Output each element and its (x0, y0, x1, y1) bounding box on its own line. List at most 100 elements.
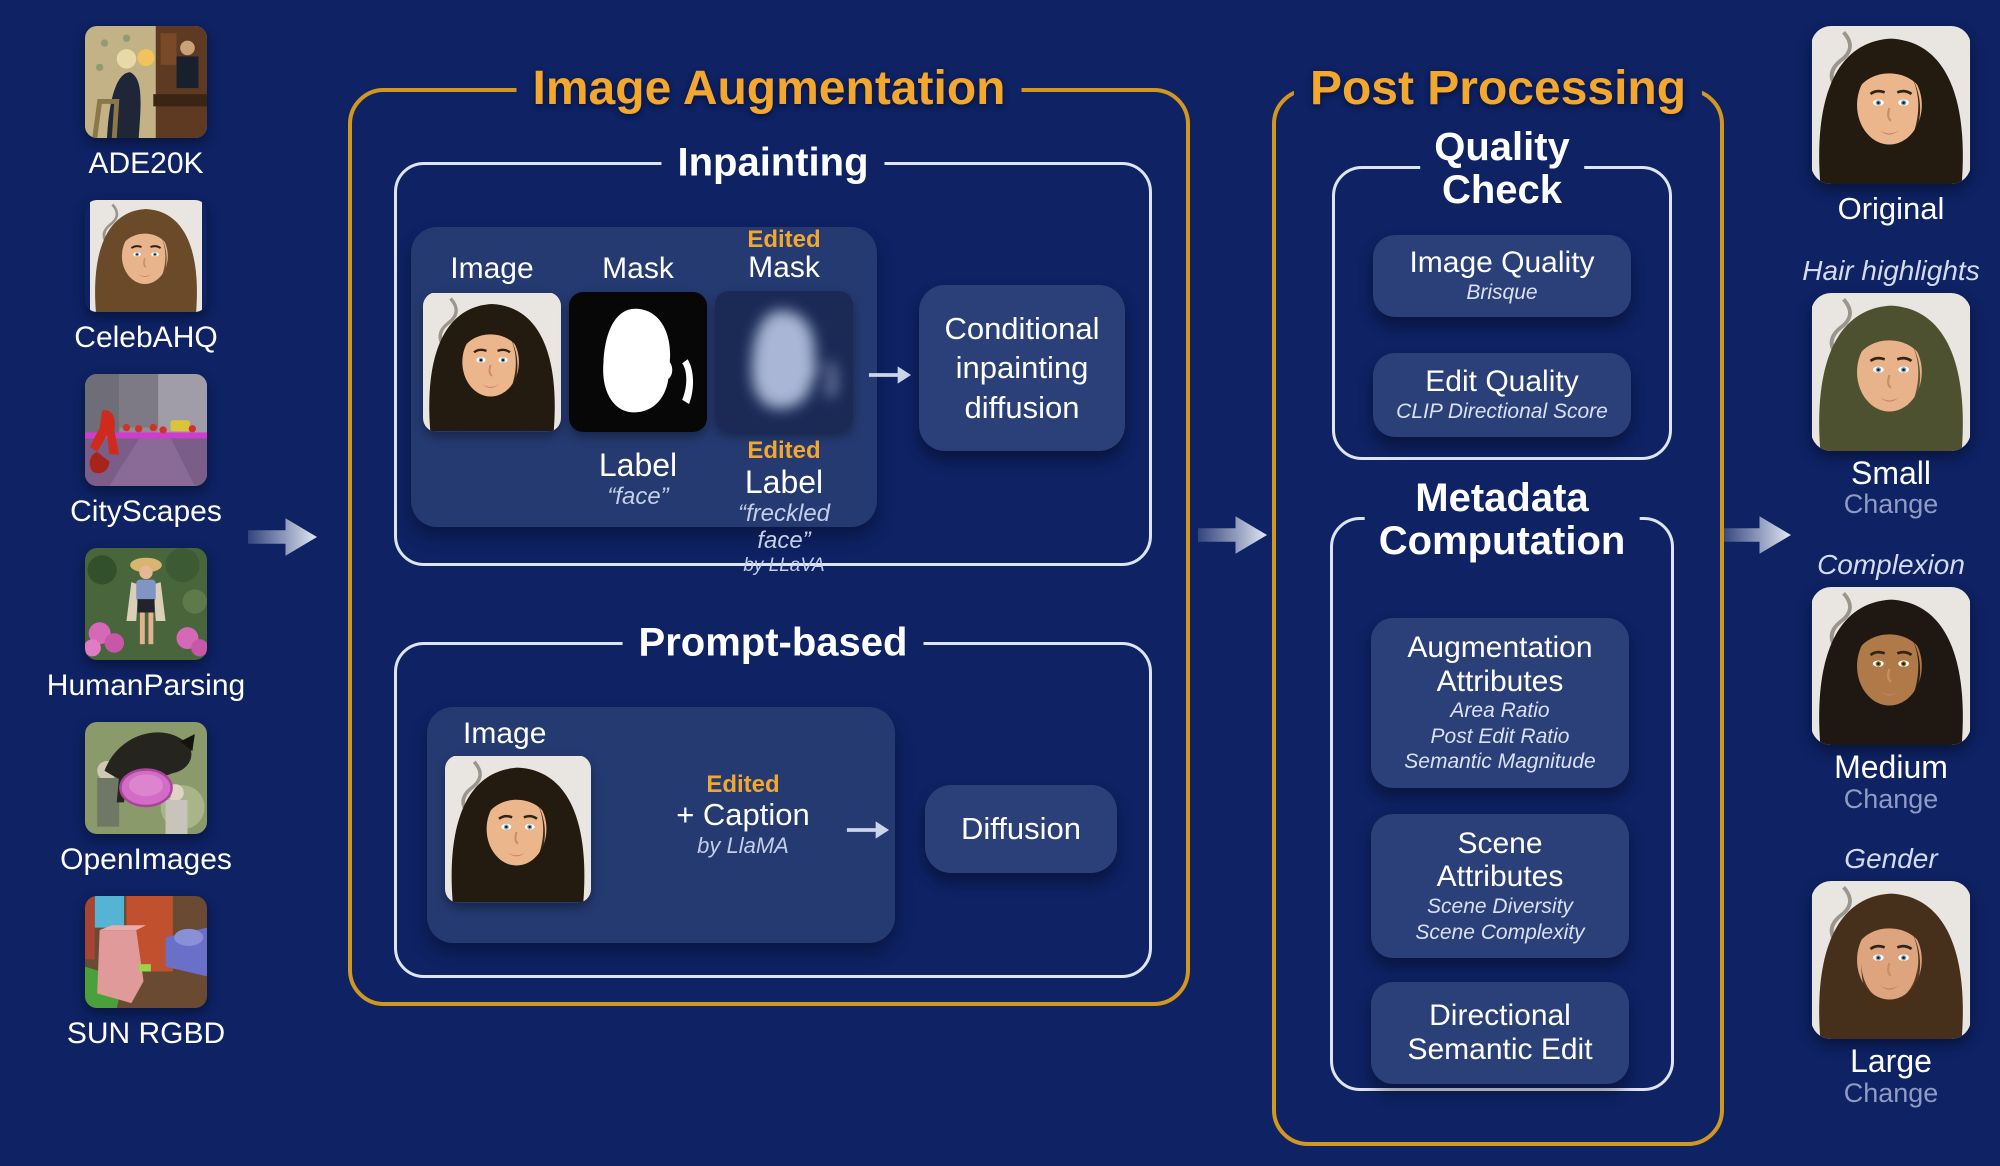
edited-label-by: by LLaVA (743, 554, 825, 576)
edit-attribute-hair-highlights: Hair highlights (1802, 255, 1980, 287)
inpainting-title: Inpainting (661, 141, 885, 184)
image-quality-pill: Image Quality Brisque (1373, 235, 1631, 317)
arrow-to-conditional-diffusion-icon (868, 366, 912, 384)
inpainting-example-card: Image Mask Label “face” (411, 227, 877, 576)
prompt-caption-block: Edited + Caption by LlaMA (599, 773, 887, 859)
flow-arrow-datasets-to-augmentation-icon (248, 518, 317, 556)
metadata-title-line1: Metadata (1415, 475, 1589, 520)
inpainting-edited-mask-column: Edited Mask Edited Label “freckle (713, 228, 855, 578)
metadata-title-line2: Computation (1378, 519, 1626, 563)
scene-attributes-sub1: Scene Diversity (1427, 894, 1573, 918)
prompt-based-box: Prompt-based Image Edited + Caption by L… (394, 621, 1152, 978)
arrow-to-diffusion-icon (846, 821, 890, 839)
augmentation-attributes-line2: Attributes (1436, 664, 1564, 698)
edited-mask-tag: Edited (747, 226, 821, 253)
small-change-word: Change (1843, 489, 1939, 520)
conditional-inpainting-diffusion-pill: Conditional inpainting diffusion (919, 285, 1125, 451)
dataset-item-sunrgbd: SUN RGBD (67, 896, 225, 1050)
edited-label-value: “freckled face” (737, 499, 831, 555)
mask-heading: Mask (602, 252, 674, 285)
dataset-thumbnail-ade20k (85, 26, 207, 138)
inpainting-source-image (423, 292, 561, 432)
dataset-thumbnail-celebahq (85, 200, 207, 312)
dataset-column: ADE20K CelebAHQ (28, 26, 264, 1070)
image-augmentation-box: Image Augmentation Inpainting Image Mask (348, 63, 1190, 1006)
edited-label-tag: Edited (747, 436, 821, 464)
caption-by: by LlaMA (697, 832, 789, 858)
label-heading: Label (598, 446, 678, 483)
prompt-based-title: Prompt-based (622, 621, 924, 664)
medium-change-image (1811, 587, 1971, 745)
large-change-image (1811, 881, 1971, 1039)
dataset-thumbnail-cityscapes (84, 374, 207, 486)
image-quality-title: Image Quality (1409, 246, 1595, 280)
dataset-label-cityscapes: CityScapes (70, 495, 222, 528)
dataset-item-celebahq: CelebAHQ (74, 200, 218, 354)
post-processing-title: Post Processing (1293, 63, 1703, 115)
conditional-diffusion-line2: inpainting (955, 350, 1089, 386)
scene-attributes-line1: Scene (1457, 826, 1543, 860)
inpainting-mask-column: Mask Label “face” (567, 253, 709, 510)
small-change-image (1811, 293, 1971, 451)
augmentation-attributes-line1: Augmentation (1407, 630, 1593, 664)
mask-image (569, 291, 707, 432)
edited-caption-tag: Edited (706, 771, 780, 798)
caption-label: + Caption (676, 797, 810, 832)
prompt-example-card: Image Edited + Caption by LlaMA (427, 707, 895, 943)
edit-quality-pill: Edit Quality CLIP Directional Score (1373, 353, 1631, 437)
scene-attributes-sub2: Scene Complexity (1415, 920, 1585, 944)
medium-change-magnitude: Medium (1834, 748, 1948, 785)
edit-attribute-complexion: Complexion (1817, 549, 1965, 581)
dataset-label-celebahq: CelebAHQ (74, 321, 218, 354)
edited-label-heading: Label (744, 463, 824, 500)
flow-arrow-postprocessing-to-results-icon (1722, 516, 1791, 554)
inpainting-image-column: Image (421, 253, 563, 432)
edit-quality-subtitle: CLIP Directional Score (1396, 399, 1608, 423)
dataset-thumbnail-humanparsing (85, 548, 207, 660)
prompt-source-image (445, 755, 591, 903)
image-heading: Image (450, 252, 534, 285)
quality-check-title-line1: Quality (1434, 124, 1570, 169)
augmentation-attributes-sub3: Semantic Magnitude (1404, 750, 1596, 774)
dataset-thumbnail-openimages (85, 722, 207, 834)
small-change-magnitude: Small (1850, 454, 1931, 491)
dataset-item-humanparsing: HumanParsing (47, 548, 245, 702)
dataset-label-ade20k: ADE20K (88, 147, 204, 180)
augmentation-attributes-sub1: Area Ratio (1450, 699, 1550, 723)
directional-semantic-edit-line1: Directional (1429, 999, 1571, 1033)
original-label: Original (1837, 191, 1945, 226)
medium-change-word: Change (1843, 783, 1939, 814)
large-change-word: Change (1843, 1077, 1939, 1108)
large-change-magnitude: Large (1850, 1043, 1932, 1080)
dataset-label-humanparsing: HumanParsing (46, 669, 246, 702)
original-image (1811, 26, 1971, 184)
diffusion-label: Diffusion (960, 811, 1082, 846)
directional-semantic-edit-line2: Semantic Edit (1407, 1033, 1593, 1066)
scene-attributes-line2: Attributes (1436, 860, 1564, 894)
augmentation-attributes-sub2: Post Edit Ratio (1430, 724, 1570, 748)
inpainting-box: Inpainting Image Mask (394, 141, 1152, 576)
image-augmentation-title: Image Augmentation (516, 63, 1022, 115)
image-quality-subtitle: Brisque (1466, 280, 1538, 304)
edit-quality-title: Edit Quality (1425, 365, 1579, 399)
quality-check-title: Quality Check (1420, 123, 1584, 215)
directional-semantic-edit-pill: Directional Semantic Edit (1371, 982, 1629, 1084)
edit-attribute-gender: Gender (1844, 843, 1938, 875)
prompt-image-heading: Image (463, 717, 547, 750)
scene-attributes-pill: Scene Attributes Scene Diversity Scene C… (1371, 814, 1629, 958)
edited-mask-image (715, 290, 853, 431)
quality-check-box: Quality Check Image Quality Brisque Edit… (1332, 123, 1672, 460)
label-value: “face” (607, 482, 669, 510)
dataset-item-ade20k: ADE20K (85, 26, 207, 180)
metadata-computation-title: Metadata Computation (1364, 474, 1640, 566)
flow-arrow-augmentation-to-postprocessing-icon (1198, 516, 1267, 554)
diffusion-pill: Diffusion (925, 785, 1117, 873)
dataset-thumbnail-sunrgbd (84, 896, 207, 1008)
conditional-diffusion-line1: Conditional (944, 311, 1100, 347)
post-processing-box: Post Processing Quality Check Image Qual… (1272, 63, 1724, 1146)
metadata-computation-box: Metadata Computation Augmentation Attrib… (1330, 474, 1674, 1091)
dataset-label-openimages: OpenImages (60, 843, 232, 876)
results-column: Original Hair highlights Small Change Co… (1796, 26, 1986, 1108)
dataset-label-sunrgbd: SUN RGBD (66, 1017, 226, 1050)
